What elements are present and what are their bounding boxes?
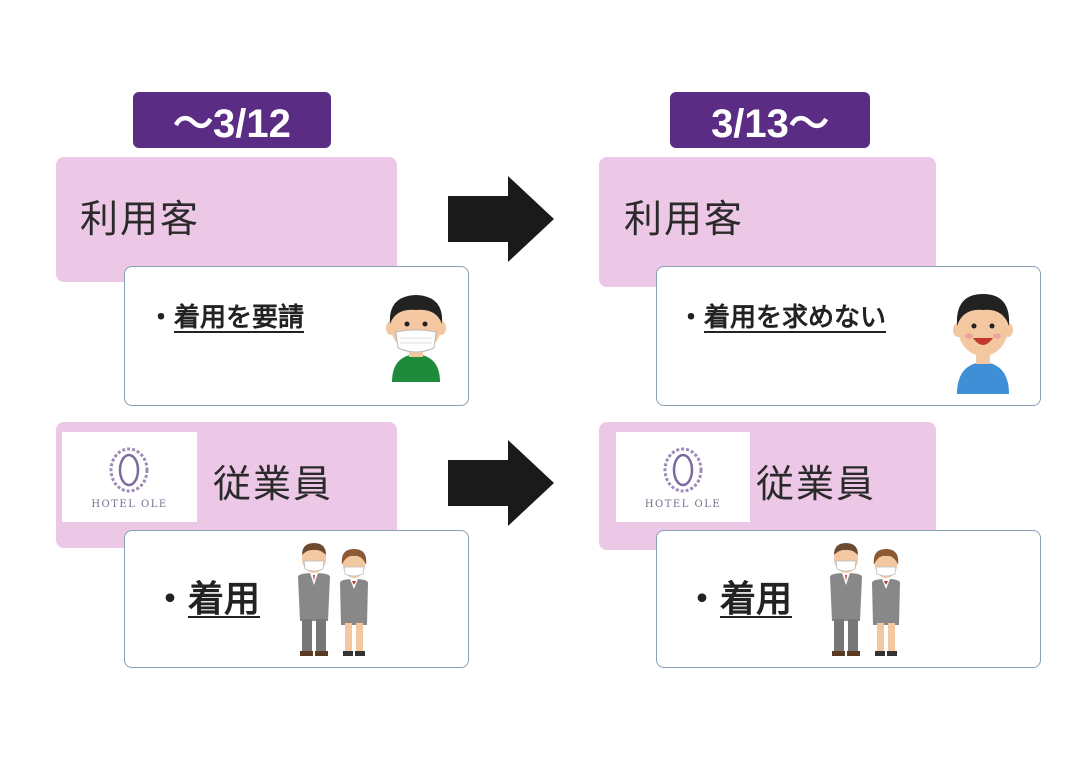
bullet: ・ <box>152 579 189 620</box>
ole-o-logo-icon <box>663 447 703 493</box>
logo-text: HOTEL OLE <box>644 499 722 510</box>
date-tag-after: 3/13〜 <box>670 92 870 148</box>
bullet: ・ <box>678 303 705 333</box>
staff-action-before: ・着用 <box>152 570 260 622</box>
staff-action-before-text: 着用 <box>188 579 261 620</box>
date-after-text: 3/13〜 <box>711 102 829 146</box>
masked-staff-pair-icon <box>298 543 368 656</box>
customer-action-before-text: 着用を要請 <box>174 303 305 333</box>
staff-action-after-text: 着用 <box>720 579 793 620</box>
hotel-ole-logo: HOTEL OLE <box>616 432 750 522</box>
customer-panel-before <box>56 157 397 282</box>
logo-text: HOTEL OLE <box>91 499 168 510</box>
customer-action-after-text: 着用を求めない <box>704 303 887 333</box>
ole-o-logo-icon <box>109 447 149 493</box>
masked-boy-icon <box>386 295 446 382</box>
masked-staff-pair-icon <box>830 543 900 656</box>
staff-action-box-before <box>124 530 469 668</box>
staff-action-after: ・着用 <box>684 570 792 622</box>
bullet: ・ <box>684 579 721 620</box>
customer-label-before: 利用客 <box>80 197 201 241</box>
staff-label-before: 従業員 <box>213 462 334 506</box>
customer-action-after: ・着用を求めない <box>678 297 886 334</box>
staff-label-after: 従業員 <box>756 462 877 506</box>
date-tag-before: 〜3/12 <box>133 92 331 148</box>
right-arrow-icon <box>448 440 554 526</box>
hotel-ole-logo: HOTEL OLE <box>62 432 197 522</box>
customer-action-before: ・着用を要請 <box>148 297 304 334</box>
bullet: ・ <box>148 303 175 333</box>
customer-panel-after <box>599 157 936 287</box>
date-before-text: 〜3/12 <box>173 102 291 146</box>
customer-label-after: 利用客 <box>624 197 745 241</box>
right-arrow-icon <box>448 176 554 262</box>
smiling-boy-icon <box>953 294 1013 394</box>
